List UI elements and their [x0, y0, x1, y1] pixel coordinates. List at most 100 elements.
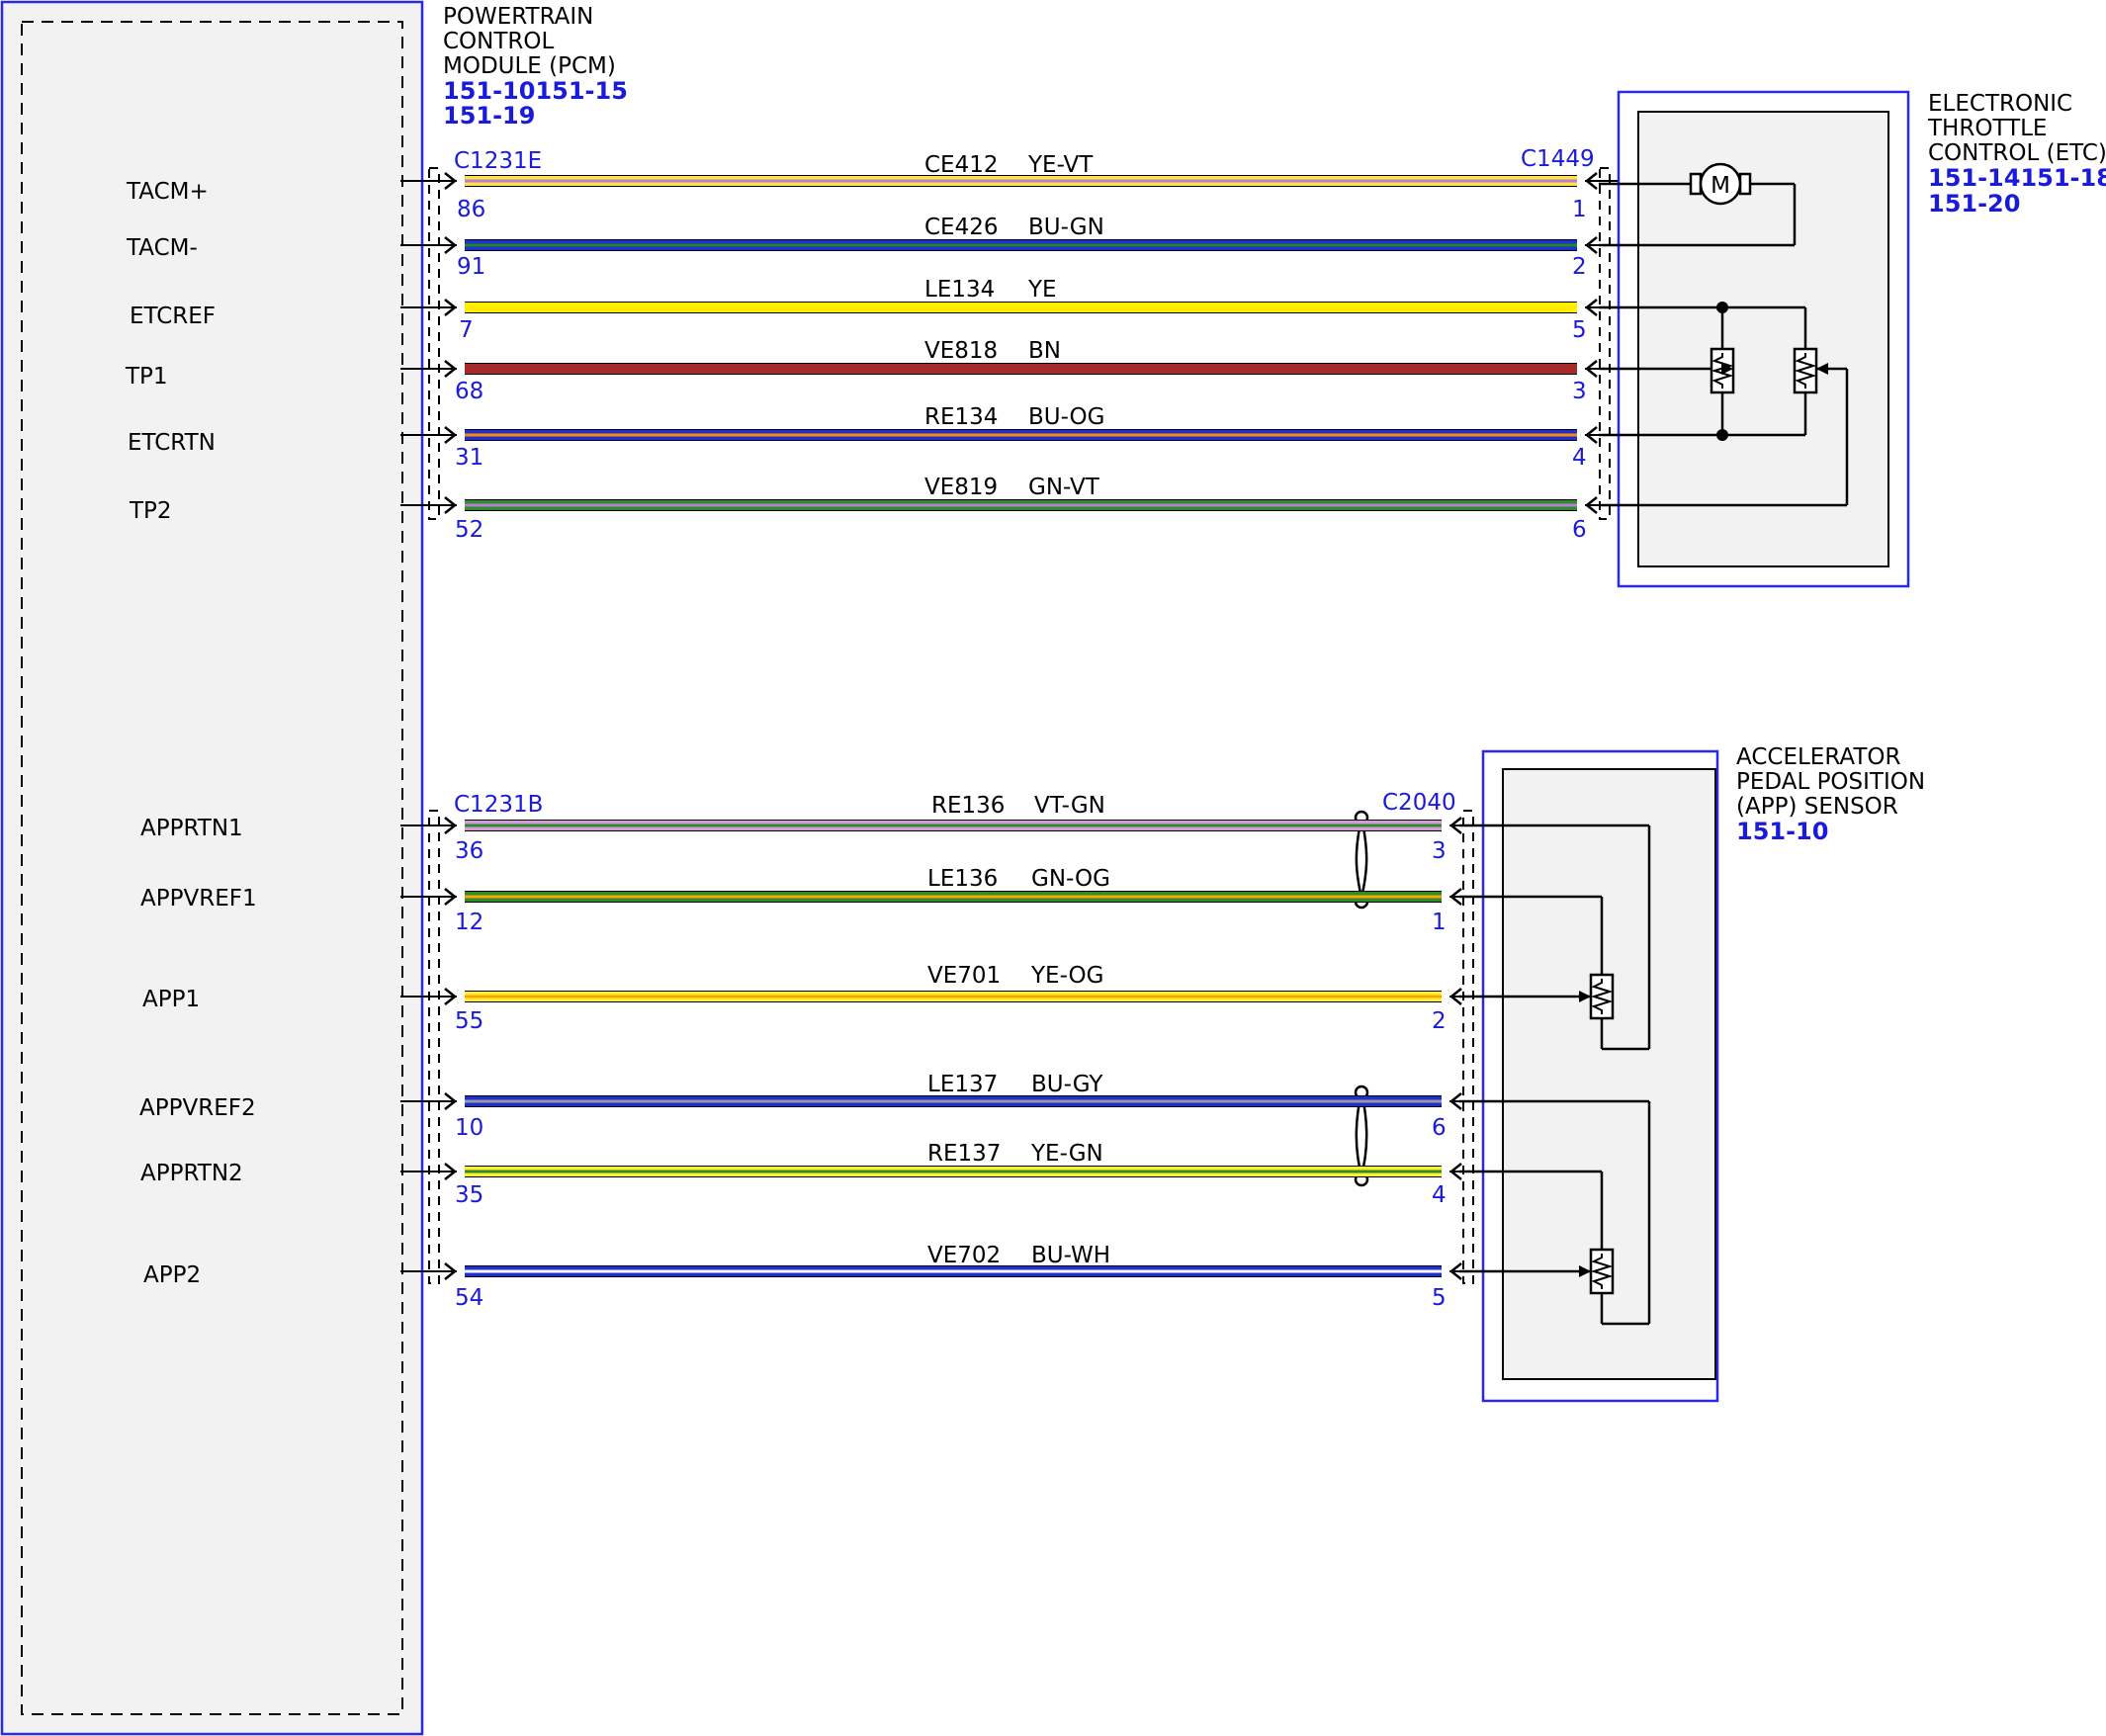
connector-c2040-label[interactable]: C2040 — [1382, 790, 1456, 816]
bottom-wire-stripe-1 — [465, 895, 1442, 899]
bottom-arrow-left-5 — [444, 1262, 458, 1280]
circuit-label: LE136 — [927, 866, 998, 892]
bottom-wire-stripe-4 — [465, 1170, 1442, 1173]
pin-left: 35 — [455, 1182, 483, 1208]
pin-right: 2 — [1572, 254, 1587, 280]
etc-title-line-2: THROTTLE — [1927, 116, 2047, 141]
pin-right: 3 — [1432, 838, 1447, 864]
pcm-ref-link-2[interactable]: 151-19 — [443, 102, 535, 130]
pin-right: 1 — [1572, 197, 1587, 222]
etc-title: ELECTRONIC THROTTLE CONTROL (ETC) 151-14… — [1927, 91, 2106, 217]
pin-left: 86 — [457, 197, 485, 222]
signal-label: TACM+ — [126, 179, 209, 205]
bottom-arrow-left-1 — [444, 888, 458, 906]
pin-left: 36 — [455, 838, 483, 864]
wire-color-label: YE-GN — [1030, 1141, 1103, 1167]
wire-apprtn2[interactable]: APPRTN2 RE137 YE-GN 35 4 — [140, 1141, 1447, 1208]
pin-right: 3 — [1572, 379, 1587, 404]
pin-right: 6 — [1572, 517, 1587, 543]
wire-color-label: BU-GN — [1028, 215, 1104, 240]
signal-label: ETCREF — [130, 304, 216, 329]
pcm-module — [0, 0, 424, 1736]
bottom-arrow-right-1 — [1448, 888, 1462, 906]
signal-label: TACM- — [126, 235, 198, 261]
circuit-label: RE134 — [924, 404, 998, 430]
etc-ref-link-1[interactable]: 151-14151-18 — [1928, 164, 2106, 192]
app-module — [1481, 749, 1719, 1403]
pin-right: 1 — [1432, 910, 1447, 935]
circuit-label: RE136 — [931, 793, 1005, 819]
wire-color-label: GN-VT — [1028, 475, 1100, 500]
wire-app2[interactable]: APP2 VE702 BU-WH 54 5 — [143, 1243, 1447, 1311]
bottom-arrow-left-4 — [444, 1163, 458, 1180]
wire-color-label: YE-VT — [1027, 152, 1094, 178]
pin-right: 5 — [1572, 317, 1587, 343]
etc-internal-circuit — [1599, 172, 1849, 507]
wire-color-label: YE-OG — [1030, 963, 1103, 989]
top-wire-stripe-4 — [465, 433, 1577, 437]
circuit-label: VE819 — [924, 475, 998, 500]
pcm-title-line-3: MODULE (PCM) — [443, 53, 616, 79]
wire-color-label: BU-OG — [1028, 404, 1104, 430]
etc-module — [1617, 90, 1910, 588]
circuit-label: CE426 — [924, 215, 999, 240]
pin-left: 12 — [455, 910, 483, 935]
pin-right: 2 — [1432, 1008, 1447, 1034]
connector-outlines — [428, 167, 1611, 1284]
pin-left: 54 — [455, 1285, 483, 1311]
connector-c1449-label[interactable]: C1449 — [1521, 146, 1595, 172]
bottom-arrow-left-3 — [444, 1092, 458, 1110]
bottom-wire-stripe-2 — [465, 995, 1442, 998]
connector-c1231e-outline — [428, 167, 440, 520]
etc-motor: M — [1699, 162, 1742, 206]
etc-wiper-arrows — [1721, 363, 1828, 375]
wire-layer — [400, 172, 1618, 1280]
bottom-wire-stripe-3 — [465, 1099, 1442, 1103]
top-wire-stripe-5 — [465, 503, 1577, 507]
pcm-ref-link-1[interactable]: 151-10151-15 — [443, 77, 628, 105]
top-arrow-right-2 — [1584, 299, 1598, 316]
app-title-line-1: ACCELERATOR — [1736, 744, 1900, 770]
top-wire-body-2 — [465, 303, 1577, 312]
signal-label: APPRTN2 — [140, 1161, 243, 1186]
wire-color-label: BU-WH — [1031, 1243, 1110, 1268]
pin-left: 68 — [455, 379, 483, 404]
etc-title-line-1: ELECTRONIC — [1928, 91, 2072, 117]
app-title: ACCELERATOR PEDAL POSITION (APP) SENSOR … — [1736, 744, 1925, 845]
pcm-title-line-2: CONTROL — [443, 29, 555, 54]
top-arrow-left-2 — [444, 299, 458, 316]
top-arrow-right-1 — [1584, 236, 1598, 254]
etc-ref-link-2[interactable]: 151-20 — [1928, 190, 2020, 217]
wire-etcrtn[interactable]: ETCRTN RE134 BU-OG 31 4 — [128, 404, 1587, 471]
connector-c1231b-outline — [428, 810, 440, 1284]
connector-c1231b-label[interactable]: C1231B — [454, 792, 543, 818]
app-ref-link-1[interactable]: 151-10 — [1736, 818, 1828, 845]
wire-etcref[interactable]: ETCREF LE134 YE 7 5 — [130, 277, 1587, 343]
wire-tacm-plus[interactable]: TACM+ CE412 YE-VT 86 1 — [126, 152, 1587, 222]
wire-color-label: YE — [1027, 277, 1057, 303]
bottom-wire-stripe-5 — [465, 1269, 1442, 1273]
signal-label: APP2 — [143, 1262, 201, 1288]
etc-inner-box — [1637, 111, 1889, 567]
bottom-arrow-left-0 — [444, 817, 458, 834]
pcm-inner-dashed — [21, 21, 403, 1715]
connector-c1449-outline — [1599, 167, 1611, 520]
app-title-line-3: (APP) SENSOR — [1736, 794, 1898, 820]
connector-c2040-outline — [1462, 810, 1474, 1284]
wire-tp1[interactable]: TP1 VE818 BN 68 3 — [125, 338, 1587, 404]
wire-apprtn1[interactable]: APPRTN1 RE136 VT-GN 36 3 — [140, 793, 1447, 864]
wire-tp2[interactable]: TP2 VE819 GN-VT 52 6 — [129, 475, 1587, 543]
etc-title-line-3: CONTROL (ETC) — [1928, 140, 2106, 166]
wire-color-label: BN — [1028, 338, 1061, 364]
connector-c1231e-label[interactable]: C1231E — [454, 148, 542, 174]
pin-left: 31 — [455, 445, 483, 471]
motor-icon — [1699, 162, 1742, 206]
wire-appvref1[interactable]: APPVREF1 LE136 GN-OG 12 1 — [140, 866, 1447, 935]
wire-app1[interactable]: APP1 VE701 YE-OG 55 2 — [142, 963, 1447, 1034]
top-arrow-right-4 — [1584, 426, 1598, 444]
bottom-arrow-right-5 — [1448, 1262, 1462, 1280]
top-wire-stripe-1 — [465, 243, 1577, 247]
wire-appvref2[interactable]: APPVREF2 LE137 BU-GY 10 6 — [139, 1072, 1447, 1141]
wire-tacm-minus[interactable]: TACM- CE426 BU-GN 91 2 — [126, 215, 1587, 280]
